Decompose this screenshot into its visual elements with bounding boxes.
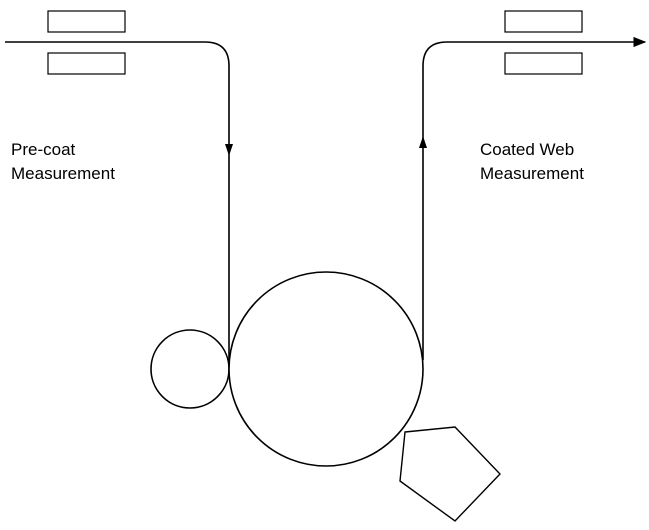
precoat-sensor-top [47, 10, 126, 33]
metering-element [399, 426, 501, 522]
backing-roll [228, 271, 424, 467]
outgoing-web-path [422, 36, 647, 360]
coated-label-line2: Measurement [480, 164, 584, 183]
precoat-label-line2: Measurement [11, 164, 115, 183]
incoming-web-path [5, 41, 230, 365]
applicator-roll [150, 329, 230, 409]
coated-web-measurement-label: Coated Web Measurement [480, 138, 584, 186]
coated-sensor-top [504, 10, 583, 33]
precoat-sensor-bottom [47, 52, 126, 75]
upward-arrow-icon [419, 136, 427, 148]
precoat-label-line1: Pre-coat [11, 140, 76, 159]
precoat-measurement-label: Pre-coat Measurement [11, 138, 115, 186]
coated-sensor-bottom [504, 52, 583, 75]
coated-label-line1: Coated Web [480, 140, 575, 159]
downward-arrow-icon [225, 144, 233, 156]
